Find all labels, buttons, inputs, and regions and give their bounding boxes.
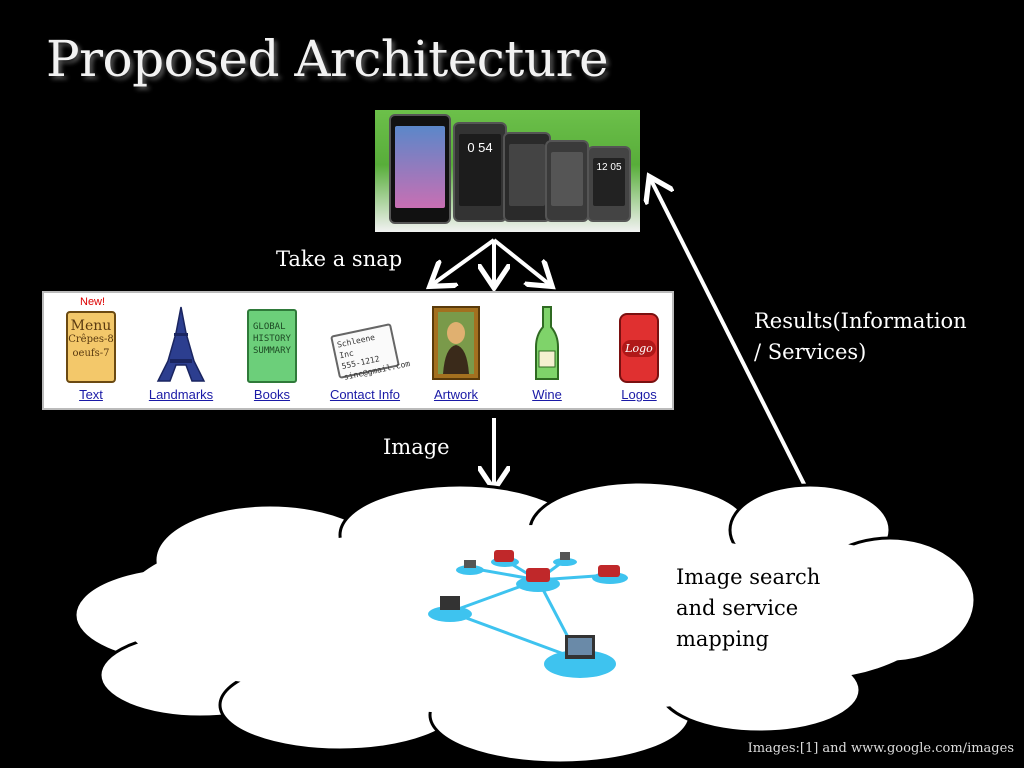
eiffel-tower-icon [156, 306, 206, 382]
book-icon: GLOBAL HISTORY SUMMARY [247, 309, 297, 383]
cloud-label-line: and service [676, 596, 799, 620]
results-label: Results(Information / Services) [754, 306, 967, 368]
results-label-line: / Services) [754, 340, 867, 364]
smartphones-image: 0 54 12 05 [375, 110, 640, 232]
category-link-landmarks[interactable]: Landmarks [148, 387, 214, 402]
wine-bottle-icon [535, 306, 559, 380]
menu-line-text: Crêpes-8 [68, 334, 114, 345]
google-goggles-categories: New! Menu Crêpes-8 oeufs-7 Text Landmark… [42, 291, 674, 410]
take-a-snap-label: Take a snap [276, 247, 403, 271]
menu-line-text: oeufs-7 [72, 348, 110, 359]
category-link-logos[interactable]: Logos [621, 387, 657, 402]
htc-hero-phone-image: 12 05 [587, 146, 631, 222]
logo-text: Logo [622, 339, 656, 357]
category-contact-info[interactable]: Schleene Inc 555-1212 sinc@gmail.com Con… [320, 293, 411, 408]
category-link-contact-info[interactable]: Contact Info [329, 387, 401, 402]
soda-can-icon: Logo [619, 313, 659, 383]
painting-icon [432, 306, 480, 380]
results-label-line: Results(Information [754, 309, 967, 333]
menu-icon: Menu Crêpes-8 oeufs-7 [66, 311, 116, 383]
phone-clock-text: 0 54 [467, 140, 493, 155]
nexus-phone-image [545, 140, 589, 222]
slide-title: Proposed Architecture [46, 30, 609, 88]
category-landmarks[interactable]: Landmarks [136, 293, 226, 408]
image-label: Image [383, 435, 450, 459]
book-title-text: SUMMARY [253, 346, 291, 356]
category-link-wine[interactable]: Wine [532, 387, 562, 402]
htc-phone-image: 0 54 [453, 122, 507, 222]
snap-arrows [433, 180, 807, 487]
droid-phone-image [503, 132, 551, 222]
image-credit: Images:[1] and www.google.com/images [747, 741, 1014, 756]
category-link-books[interactable]: Books [253, 387, 291, 402]
network-illustration [428, 550, 628, 678]
category-link-text[interactable]: Text [79, 387, 103, 402]
book-title-text: HISTORY [253, 334, 291, 344]
book-title-text: GLOBAL [253, 322, 286, 332]
category-link-artwork[interactable]: Artwork [433, 387, 479, 402]
menu-title-text: Menu [70, 318, 112, 334]
category-artwork[interactable]: Artwork [411, 293, 501, 408]
category-text[interactable]: Menu Crêpes-8 oeufs-7 Text [46, 293, 136, 408]
results-arrow [651, 180, 807, 487]
category-logos[interactable]: Logo Logos [594, 293, 684, 408]
server-nodes [494, 550, 620, 582]
laptop-nodes [440, 552, 595, 659]
snap-arrow-left [433, 238, 496, 284]
category-wine[interactable]: Wine [502, 293, 592, 408]
snap-arrow-right [492, 238, 549, 284]
phone-clock-text: 12 05 [596, 162, 622, 173]
new-badge: New! [80, 296, 106, 308]
cloud-label-line: Image search [676, 565, 821, 589]
iphone-image [389, 114, 451, 224]
cloud-label: Image search and service mapping [676, 562, 820, 655]
category-books[interactable]: GLOBAL HISTORY SUMMARY Books [227, 293, 317, 408]
cloud-label-line: mapping [676, 627, 770, 651]
